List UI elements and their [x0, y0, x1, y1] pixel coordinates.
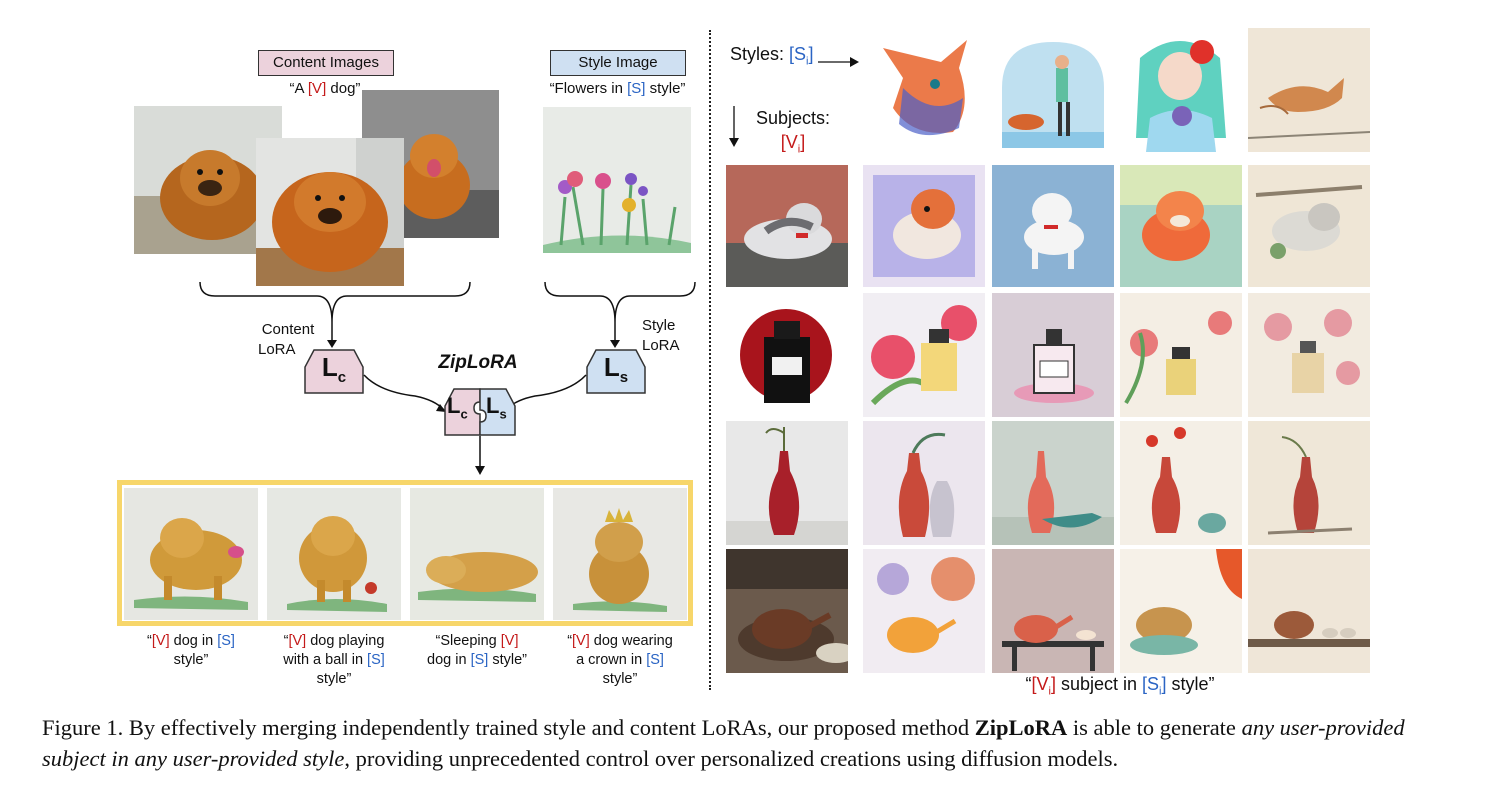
content-lora-label: Content LoRA [248, 320, 328, 360]
style-lora-label: Style LoRA [632, 316, 692, 356]
panel-divider [709, 30, 711, 690]
ziplora-title: ZipLoRA [438, 352, 518, 373]
content-brace [199, 282, 471, 348]
style-lora-label-line2: LoRA [642, 337, 680, 354]
content-lora-block [304, 349, 364, 394]
result-perfume-style-2 [992, 293, 1114, 417]
subject-image-teapot [726, 549, 848, 673]
result-husky-style-3 [1120, 165, 1242, 287]
styles-label: Styles: [Si] [730, 44, 814, 68]
result-husky-style-4 [1248, 165, 1370, 287]
result-teapot-style-4 [1248, 549, 1370, 673]
style-image-anime-girl [1120, 28, 1242, 152]
output-arrow [475, 436, 485, 475]
style-flowers-image [543, 107, 691, 253]
output-caption-2: “[V] dog playing with a ball in [S] styl… [283, 633, 385, 687]
result-husky-style-2 [992, 165, 1114, 287]
content-lora-symbol: Lc [321, 352, 347, 387]
result-teapot-style-1 [863, 549, 985, 673]
style-prompt: “Flowers in [S] style” [549, 80, 686, 97]
subject-image-vase [726, 421, 848, 545]
figure-caption: Figure 1. By effectively merging indepen… [42, 715, 1405, 771]
ziplora-ls-symbol: Ls [486, 393, 507, 422]
output-images-frame [117, 480, 693, 626]
output-caption-4: “[V] dog wearing a crown in [S] style” [567, 633, 673, 687]
result-husky-style-1 [863, 165, 985, 287]
style-brace [544, 282, 696, 348]
result-vase-style-2 [992, 421, 1114, 545]
style-lora-block [586, 349, 646, 394]
result-perfume-style-1 [863, 293, 985, 417]
content-images-label: Content Images [258, 50, 394, 76]
subject-image-perfume [726, 293, 848, 417]
style-lora-symbol: Ls [603, 352, 629, 387]
result-vase-style-3 [1120, 421, 1242, 545]
style-image-sketch-fox [1248, 28, 1370, 152]
output-caption-3: “Sleeping [V] dog in [S] style” [427, 633, 527, 668]
output-dog-image-4 [553, 488, 687, 620]
output-dog-image-3 [410, 488, 544, 620]
output-dog-image-1 [124, 488, 258, 620]
subjects-arrow [729, 106, 739, 147]
style-lora-label-line1: Style [642, 317, 676, 334]
ziplora-block [444, 388, 516, 436]
subjects-label: Subjects: [Vi] [755, 108, 831, 156]
result-teapot-style-2 [992, 549, 1114, 673]
result-teapot-style-3 [1120, 549, 1242, 673]
style-image-label: Style Image [550, 50, 686, 76]
content-lora-label-line1: Content [261, 321, 315, 338]
ziplora-lc-symbol: Lc [447, 393, 468, 422]
content-dog-image-2 [256, 138, 404, 286]
style-image-woman-dog-flat [992, 28, 1114, 152]
output-dog-image-2 [267, 488, 401, 620]
result-vase-style-1 [863, 421, 985, 545]
result-vase-style-4 [1248, 421, 1370, 545]
output-caption-1: “[V] dog in [S] style” [147, 633, 235, 668]
result-perfume-style-3 [1120, 293, 1242, 417]
content-prompt: “A [V] dog” [289, 80, 361, 97]
subject-image-husky-plush [726, 165, 848, 287]
styles-arrow [818, 57, 859, 67]
result-perfume-style-4 [1248, 293, 1370, 417]
style-image-watercolor-cat [863, 28, 985, 152]
content-lora-label-line2: LoRA [258, 341, 296, 358]
grid-bottom-caption: “[Vi] subject in [Si] style” [1025, 674, 1215, 698]
